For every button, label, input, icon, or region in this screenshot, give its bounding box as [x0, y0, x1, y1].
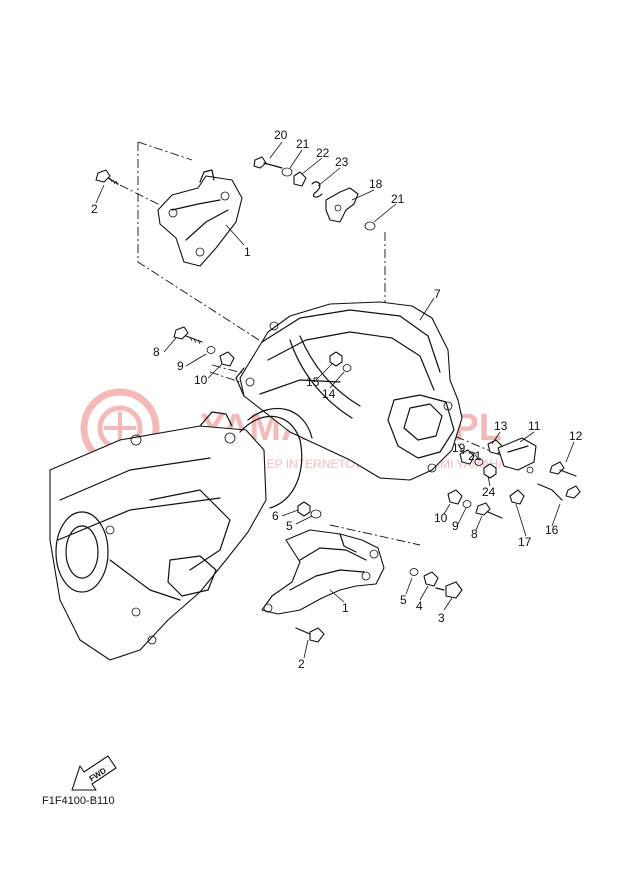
fasteners-right [459, 437, 581, 505]
upper-bracket [157, 169, 243, 267]
engine-block [49, 407, 313, 661]
callout-5-upper: 5 [286, 519, 293, 533]
callout-8-right: 8 [471, 527, 478, 541]
callout-10-left: 10 [194, 373, 208, 387]
fwd-arrow-icon: FWD [71, 755, 117, 791]
callout-11: 11 [528, 419, 541, 433]
leader-lines [95, 141, 575, 659]
callout-18: 18 [369, 177, 383, 191]
callout-2-upper: 2 [91, 202, 98, 216]
callout-21-top: 21 [296, 137, 310, 151]
top-small-parts [253, 156, 376, 231]
fasteners-lower-right [447, 489, 503, 519]
callout-2-lower: 2 [298, 657, 305, 671]
callout-21-right: 21 [468, 449, 482, 463]
callout-21-upper-right: 21 [391, 192, 405, 206]
callout-23: 23 [335, 155, 349, 169]
callout-17: 17 [518, 535, 532, 549]
callout-13: 13 [494, 419, 508, 433]
callout-1-lower: 1 [342, 601, 349, 615]
nut-and-washer-center [329, 351, 352, 372]
callout-labels: 20 21 22 23 18 21 2 1 7 8 9 10 15 14 13 … [91, 128, 583, 671]
callout-14: 14 [322, 387, 336, 401]
callout-1-upper: 1 [244, 245, 251, 259]
callout-9-right: 9 [452, 519, 459, 533]
bolt-lower-left [295, 627, 325, 643]
callout-5-lower: 5 [400, 593, 407, 607]
callout-12: 12 [569, 429, 583, 443]
diagram-code: F1F4100-B110 [42, 795, 115, 807]
bolt-upper-left [95, 169, 119, 186]
main-housing [235, 301, 463, 481]
callout-16: 16 [545, 523, 559, 537]
callout-19: 19 [452, 441, 466, 455]
callout-24: 24 [482, 485, 496, 499]
fasteners-lower-bracket [297, 501, 463, 599]
callout-22: 22 [316, 146, 330, 160]
callout-3: 3 [438, 611, 445, 625]
callout-10-right: 10 [434, 511, 448, 525]
callout-4: 4 [416, 599, 423, 613]
callout-20: 20 [274, 128, 288, 142]
callout-6: 6 [272, 509, 279, 523]
callout-7: 7 [434, 287, 441, 301]
fasteners-left [173, 326, 235, 367]
callout-9-left: 9 [177, 359, 184, 373]
callout-8-left: 8 [153, 345, 160, 359]
lower-bracket [261, 529, 385, 615]
callout-15: 15 [306, 375, 320, 389]
